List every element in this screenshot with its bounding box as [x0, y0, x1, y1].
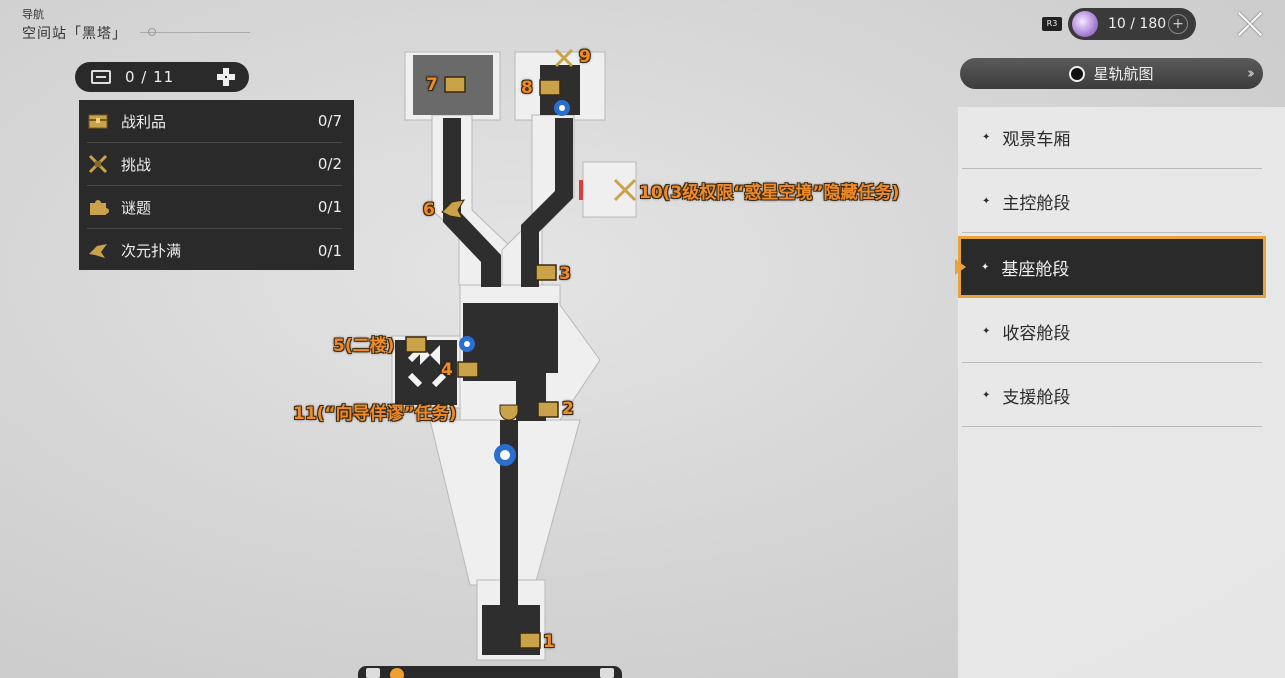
header-divider: [140, 32, 250, 33]
map-marker-label: 5(二楼): [333, 336, 395, 356]
collection-row-puzzle: 谜题 0/1: [87, 186, 342, 229]
map-marker-label: 4: [441, 360, 453, 380]
floor-label: 基座舱段: [1001, 259, 1070, 280]
zoom-out-icon[interactable]: [366, 668, 380, 678]
teleport-icon: [459, 100, 570, 466]
circle-button-icon: [1069, 65, 1086, 82]
close-icon[interactable]: [1236, 10, 1264, 38]
power-orb-icon: [1072, 11, 1098, 37]
collection-value: 0/7: [317, 112, 342, 130]
sparkle-icon: ✦: [982, 196, 991, 207]
add-power-button[interactable]: +: [1168, 14, 1188, 34]
floor-list-panel: [958, 107, 1285, 678]
map-marker-label: 1: [543, 632, 555, 652]
collection-label: 挑战: [121, 155, 152, 174]
collection-row-challenge: 挑战 0/2: [87, 143, 342, 186]
map-marker-label: 8: [521, 78, 533, 98]
star-rail-map-button[interactable]: 星轨航图 ››: [960, 58, 1263, 89]
map-marker-label: 6: [423, 200, 435, 220]
sparkle-icon: ✦: [982, 326, 991, 337]
map-marker-label: 11(“向导佯谬”任务): [293, 404, 457, 424]
collection-value: 0/1: [317, 241, 342, 260]
collection-value: 0/1: [317, 198, 342, 216]
floor-item-master-control[interactable]: ✦ 主控舱段: [962, 171, 1262, 233]
rank-badge: R3: [1042, 17, 1062, 31]
floor-label: 收容舱段: [1002, 324, 1071, 344]
map-marker-label: 3: [559, 264, 571, 284]
collection-row-treasure: 战利品 0/7: [87, 100, 342, 143]
puzzle-icon: [90, 200, 109, 215]
chest-icon: [91, 70, 111, 84]
zoom-slider[interactable]: [358, 666, 622, 678]
map-marker-label: 7: [426, 75, 438, 95]
collection-label: 谜题: [121, 198, 152, 217]
gamepad-icon: [217, 68, 235, 86]
zoom-slider-handle[interactable]: [390, 668, 404, 678]
treasure-chest-icon: [88, 114, 108, 129]
map-marker-label: 9: [579, 47, 591, 67]
collection-list: 战利品 0/7 挑战 0/2 谜题 0/1 次元扑满 0/1: [79, 100, 354, 270]
sparkle-icon: ✦: [981, 261, 990, 273]
zoom-in-icon[interactable]: [600, 668, 614, 678]
power-value: 10 / 180: [1108, 16, 1167, 32]
floor-item-observation[interactable]: ✦ 观景车厢: [962, 107, 1262, 169]
location-title: 空间站「黑塔」: [22, 26, 127, 42]
collection-label: 战利品: [121, 112, 167, 131]
floor-label: 支援舱段: [1002, 388, 1071, 408]
collection-total: 0 / 11: [125, 68, 175, 86]
star-rail-map-label: 星轨航图: [1093, 65, 1154, 83]
floor-item-base-zone[interactable]: ✦ 基座舱段: [958, 236, 1266, 298]
collection-value: 0/2: [317, 155, 342, 173]
collection-row-origami: 次元扑满 0/1: [87, 229, 342, 272]
map-marker-label: 2: [562, 399, 574, 419]
chevron-right-icon: ››: [1247, 64, 1255, 82]
active-floor-indicator: [955, 259, 966, 275]
floor-label: 主控舱段: [1002, 194, 1071, 214]
sparkle-icon: ✦: [982, 132, 991, 143]
floor-label: 观景车厢: [1002, 130, 1071, 150]
map-marker-label: 10(3级权限“惑星空境”隐藏任务): [639, 183, 900, 203]
nav-section-label: 导航: [22, 8, 44, 21]
floor-item-storage[interactable]: ✦ 收容舱段: [962, 301, 1262, 363]
sparkle-icon: ✦: [982, 390, 991, 401]
origami-bird-icon: [89, 243, 107, 258]
header-dot: [148, 28, 156, 36]
trailblaze-power[interactable]: 10 / 180 +: [1068, 8, 1196, 40]
crossed-swords-icon: [88, 154, 108, 174]
collection-label: 次元扑满: [121, 242, 182, 260]
floor-item-supply[interactable]: ✦ 支援舱段: [962, 365, 1262, 427]
collection-summary[interactable]: 0 / 11: [75, 62, 249, 92]
